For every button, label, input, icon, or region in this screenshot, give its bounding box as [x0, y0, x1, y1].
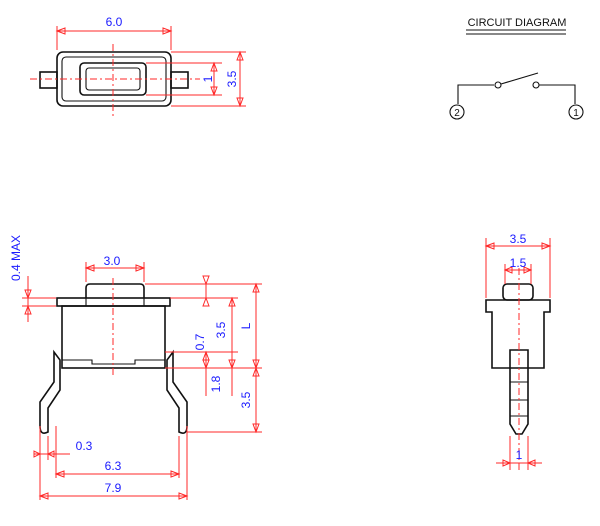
- dim-label-max-offset: 0.4 MAX: [9, 235, 23, 281]
- dim-label-actuator-width: 3.0: [104, 254, 121, 268]
- dim-label-side-overall: 3.5: [510, 232, 527, 246]
- dim-label-top-width: 6.0: [106, 15, 123, 29]
- circuit-wire-left: [457, 84, 494, 104]
- dim-label-top-body-height: 3.5: [225, 70, 239, 87]
- pin-marker-1: [568, 104, 584, 120]
- pin-marker-2: [449, 104, 465, 120]
- dim-label-35-lower: 3.5: [239, 391, 253, 408]
- dim-label-overall-width: 7.9: [105, 481, 122, 495]
- circuit-diagram: CIRCUIT DIAGRAM 2 1: [449, 17, 584, 120]
- pin-label-2: 2: [454, 108, 460, 119]
- pin-label-1: 1: [573, 108, 579, 119]
- circuit-contact-right: [532, 81, 540, 89]
- top-view-right-lead: [170, 71, 189, 89]
- dim-label-top-actuator: 1: [201, 75, 215, 82]
- side-view-body: [485, 299, 551, 369]
- circuit-title: CIRCUIT DIAGRAM: [468, 17, 567, 29]
- dim-label-07: 0.7: [193, 333, 207, 350]
- side-view-actuator: [502, 283, 534, 301]
- dim-label-L: L: [239, 322, 253, 329]
- front-view: 3.0 0.4 MAX 0.7 3.5 L 1.8 3.5: [9, 235, 262, 500]
- circuit-switch-lever: [500, 72, 539, 85]
- dim-label-lead-thickness: 0.3: [76, 439, 93, 453]
- dim-label-side-lead: 1: [516, 448, 523, 462]
- dim-label-35-upper: 3.5: [214, 321, 228, 338]
- top-view-left-lead: [39, 71, 58, 89]
- side-view: 3.5 1.5 1: [484, 232, 552, 470]
- side-view-lead: [509, 349, 529, 435]
- front-view-right-lead: [166, 349, 188, 434]
- circuit-contact-left: [494, 81, 502, 89]
- dim-label-side-actuator: 1.5: [510, 256, 527, 270]
- dim-label-18: 1.8: [209, 375, 223, 392]
- top-view: 6.0 1 3.5: [30, 15, 246, 116]
- circuit-wire-right: [539, 84, 576, 104]
- front-view-actuator: [85, 283, 145, 298]
- dim-label-pitch: 6.3: [105, 459, 122, 473]
- front-view-left-lead: [39, 349, 61, 434]
